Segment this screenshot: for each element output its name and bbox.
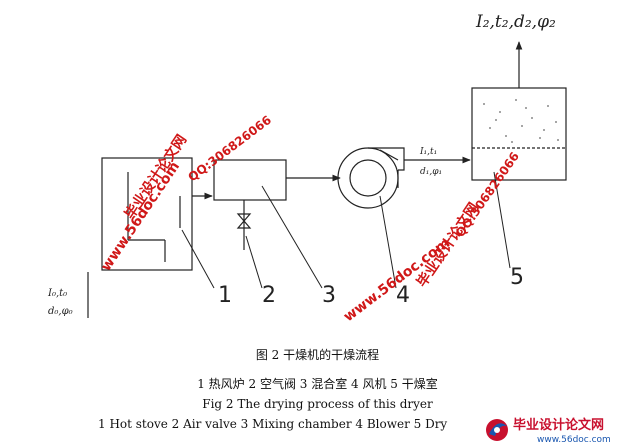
- watermark-qq-2: QQ:306826066: [453, 149, 522, 239]
- mid-condition-label-2: d₁,φ₁: [420, 167, 442, 177]
- logo-swirl-icon: [486, 419, 508, 441]
- inlet-condition-label-2: d₀,φ₀: [48, 306, 73, 317]
- air-valve: [236, 200, 252, 250]
- figure-caption-en: Fig 2 The drying process of this dryer: [202, 397, 433, 411]
- component-number-2: 2: [262, 283, 276, 308]
- logo-graphic: 毕业设计论文网 www.56doc.com: [483, 414, 631, 446]
- leader-lines: [181, 171, 511, 289]
- hot-stove: [101, 157, 193, 271]
- mid-condition-label-1: I₁,t₁: [419, 147, 437, 157]
- component-number-4: 4: [396, 283, 410, 308]
- drying-room-particles: [483, 99, 559, 143]
- legend-en: 1 Hot stove 2 Air valve 3 Mixing chamber…: [98, 417, 448, 431]
- logo-url: www.56doc.com: [537, 435, 611, 445]
- watermark-qq-1: QQ:306826066: [185, 113, 274, 185]
- component-number-1: 1: [218, 283, 232, 308]
- mixing-chamber: [213, 159, 287, 201]
- legend-cn: 1 热风炉 2 空气阀 3 混合室 4 风机 5 干燥室: [197, 377, 438, 391]
- logo-title: 毕业设计论文网: [513, 417, 604, 433]
- component-number-5: 5: [510, 265, 524, 290]
- footer-logo: 毕业设计论文网 www.56doc.com: [483, 414, 631, 446]
- drying-room: [471, 87, 567, 181]
- watermark-site-1: www.56doc.com: [98, 159, 183, 274]
- inlet-condition-label-1: I₀,t₀: [47, 288, 67, 299]
- blower: [337, 147, 405, 209]
- component-number-3: 3: [322, 283, 336, 308]
- outlet-condition-label: I₂,t₂,d₂,φ₂: [475, 12, 556, 32]
- figure-caption-cn: 图 2 干燥机的干燥流程: [255, 348, 380, 362]
- watermark-group: www.56doc.com 毕业设计论文网 QQ:306826066 www.5…: [98, 113, 522, 325]
